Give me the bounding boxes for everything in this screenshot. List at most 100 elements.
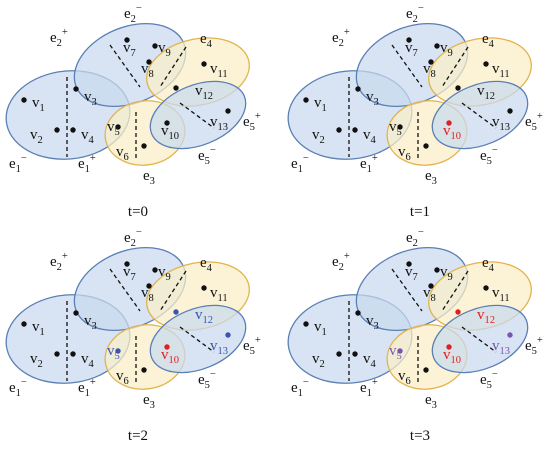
vertex-v2-dot xyxy=(54,351,60,357)
vertex-v7-label: v7 xyxy=(123,264,136,283)
edge-label-e2-: e2− xyxy=(124,3,142,25)
vertex-v5-label: v5 xyxy=(389,119,402,138)
caption-t3: t=3 xyxy=(410,428,430,444)
vertex-v9-dot xyxy=(434,267,440,273)
cut-e5 xyxy=(461,102,497,129)
vertex-v6-dot xyxy=(423,367,429,373)
edge-label-e2+: e2+ xyxy=(332,251,350,273)
cut-e4 xyxy=(441,46,469,88)
vertex-v1-label: v1 xyxy=(314,95,327,114)
edge-label-e2-: e2− xyxy=(406,3,424,25)
hyperedge-e5 xyxy=(431,304,529,374)
cut-e4 xyxy=(441,270,469,312)
caption-t1: t=1 xyxy=(410,204,430,220)
edge-label-e1+: e1+ xyxy=(78,377,96,399)
edge-label-e4: e4 xyxy=(482,31,495,50)
vertex-v1-dot xyxy=(21,97,27,103)
vertex-v1-dot xyxy=(303,321,309,327)
vertex-v12-dot xyxy=(173,85,179,91)
edge-label-e5+: e5+ xyxy=(243,111,261,133)
vertex-v12-label: v12 xyxy=(195,83,213,102)
vertex-v13-dot xyxy=(507,108,513,114)
vertex-v4-label: v4 xyxy=(363,351,377,370)
vertex-v4-dot xyxy=(352,351,358,357)
vertex-v1-label: v1 xyxy=(314,319,327,338)
vertex-v13-label: v13 xyxy=(210,338,228,357)
edge-label-e5-: e5− xyxy=(480,145,498,167)
edge-label-e2-: e2− xyxy=(124,227,142,249)
vertex-v4-label: v4 xyxy=(81,127,95,146)
vertex-v10-dot xyxy=(164,344,170,350)
vertex-v1-dot xyxy=(21,321,27,327)
edge-label-e5+: e5+ xyxy=(243,335,261,357)
vertex-v4-label: v4 xyxy=(363,127,377,146)
vertex-v12-label: v12 xyxy=(477,307,495,326)
edge-label-e2-: e2− xyxy=(406,227,424,249)
vertex-v5-label: v5 xyxy=(107,343,120,362)
vertex-v6-label: v6 xyxy=(116,368,129,387)
edge-label-e5+: e5+ xyxy=(525,335,543,357)
edge-label-e4: e4 xyxy=(200,255,213,274)
vertex-v6-dot xyxy=(423,143,429,149)
vertex-v7-dot xyxy=(406,37,412,43)
vertex-v1-label: v1 xyxy=(32,95,45,114)
edge-label-e5-: e5− xyxy=(480,369,498,391)
vertex-v2-label: v2 xyxy=(30,351,43,370)
vertex-v10-label: v10 xyxy=(161,347,179,366)
vertex-v2-dot xyxy=(336,351,342,357)
vertex-v8-label: v8 xyxy=(141,61,154,80)
vertex-v4-dot xyxy=(70,127,76,133)
panel-1: v1v2v3v4v5v6v7v8v9v10v11v12v13e1−e1+e2+e… xyxy=(287,3,543,187)
vertex-v8-label: v8 xyxy=(423,61,436,80)
cut-e2 xyxy=(391,268,423,312)
panel-0: v1v2v3v4v5v6v7v8v9v10v11v12v13e1−e1+e2+e… xyxy=(5,3,261,187)
vertex-v9-dot xyxy=(434,43,440,49)
vertex-v6-label: v6 xyxy=(398,368,411,387)
edge-label-e1-: e1− xyxy=(291,153,309,175)
vertex-v6-dot xyxy=(141,143,147,149)
vertex-v1-dot xyxy=(303,97,309,103)
cut-e2 xyxy=(391,44,423,88)
vertex-v5-label: v5 xyxy=(389,343,402,362)
vertex-v10-label: v10 xyxy=(443,123,461,142)
edge-label-e5+: e5+ xyxy=(525,111,543,133)
edge-label-e5-: e5− xyxy=(198,145,216,167)
vertex-v2-label: v2 xyxy=(312,351,325,370)
edge-label-e3: e3 xyxy=(143,392,155,411)
vertex-v3-label: v3 xyxy=(366,89,379,108)
vertex-v3-dot xyxy=(73,86,79,92)
edge-label-e1-: e1− xyxy=(9,377,27,399)
vertex-v13-dot xyxy=(507,332,513,338)
vertex-v3-dot xyxy=(355,310,361,316)
edge-label-e4: e4 xyxy=(482,255,495,274)
edge-label-e2+: e2+ xyxy=(50,27,68,49)
vertex-v8-dot xyxy=(146,283,152,289)
vertex-v8-dot xyxy=(428,59,434,65)
vertex-v11-dot xyxy=(483,285,489,291)
vertex-v10-dot xyxy=(446,120,452,126)
vertex-v10-dot xyxy=(164,120,170,126)
vertex-v3-dot xyxy=(355,86,361,92)
cut-e4 xyxy=(159,46,187,88)
edge-label-e3: e3 xyxy=(143,168,155,187)
vertex-v12-dot xyxy=(455,85,461,91)
vertex-v11-label: v11 xyxy=(492,285,510,304)
edge-label-e2+: e2+ xyxy=(50,251,68,273)
cut-e2 xyxy=(109,44,141,88)
vertex-v10-dot xyxy=(446,344,452,350)
edge-label-e4: e4 xyxy=(200,31,213,50)
vertex-v12-dot xyxy=(173,309,179,315)
edge-label-e1+: e1+ xyxy=(360,153,378,175)
vertex-v9-label: v9 xyxy=(440,264,453,283)
vertex-v8-label: v8 xyxy=(141,285,154,304)
vertex-v11-label: v11 xyxy=(492,61,510,80)
vertex-v2-dot xyxy=(336,127,342,133)
vertex-v11-dot xyxy=(483,61,489,67)
caption-t2: t=2 xyxy=(128,428,148,444)
edge-label-e1+: e1+ xyxy=(78,153,96,175)
cut-e5 xyxy=(461,326,497,353)
vertex-v7-dot xyxy=(406,261,412,267)
edge-label-e1-: e1− xyxy=(9,153,27,175)
vertex-v6-label: v6 xyxy=(398,144,411,163)
vertex-v8-dot xyxy=(146,59,152,65)
